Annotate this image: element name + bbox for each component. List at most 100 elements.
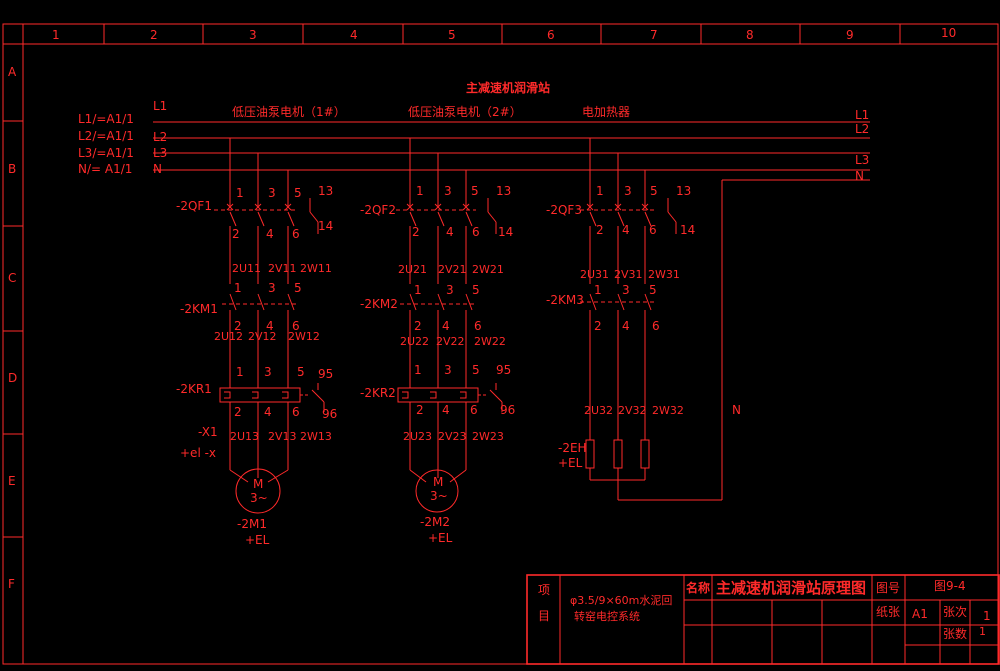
branch1-km: -2KM1 [180, 302, 218, 316]
motor2-name: -2M2 [420, 515, 450, 529]
wire-label: 2U21 [398, 263, 427, 276]
diagram-title: 主减速机润滑站 [466, 80, 550, 95]
terminal-label: 2 [596, 223, 604, 237]
branch1-qf: -2QF1 [176, 199, 212, 213]
motor1-loc: +EL [245, 533, 270, 547]
terminal-label: 3 [268, 281, 276, 295]
bus-label: L1 [153, 99, 167, 113]
terminal-label: 2 [414, 319, 422, 333]
terminal-label: 95 [318, 367, 333, 381]
wire-label: 2V31 [614, 268, 643, 281]
wire-label: 2W12 [288, 330, 320, 343]
col-label: 7 [650, 28, 658, 42]
terminal-label: 1 [414, 283, 422, 297]
branch1-kr: -2KR1 [176, 382, 212, 396]
branch2-kr: -2KR2 [360, 386, 396, 400]
branch-motor-2 [396, 138, 503, 513]
bus-ref: L2/=A1/1 [78, 129, 134, 143]
terminal-label: 1 [594, 283, 602, 297]
wire-label: 2V11 [268, 262, 297, 275]
branch2-qf: -2QF2 [360, 203, 396, 217]
wire-label: 2U23 [403, 430, 432, 443]
terminal-label: 5 [472, 363, 480, 377]
heater-label: -2EH [558, 441, 587, 455]
section-label: 低压油泵电机（2#） [408, 105, 522, 119]
terminal-label: 13 [496, 184, 511, 198]
terminal-label: 5 [649, 283, 657, 297]
wire-label: 2V12 [248, 330, 277, 343]
terminal-label: 3 [264, 365, 272, 379]
tb-paper-value: A1 [912, 607, 928, 621]
bus-label: L3 [855, 153, 869, 167]
col-label: 3 [249, 28, 257, 42]
terminal-label: 3 [446, 283, 454, 297]
terminal-label: 2 [232, 227, 240, 241]
tb-item-label: 项 [538, 583, 550, 597]
terminal-label: 4 [622, 319, 630, 333]
tb-drawing-no-value: 图9-4 [934, 579, 966, 593]
wire-label: 2U22 [400, 335, 429, 348]
bus-label: L2 [855, 122, 869, 136]
col-label: 6 [547, 28, 555, 42]
motor1-name: -2M1 [237, 517, 267, 531]
wire-label: 2V13 [268, 430, 297, 443]
wire-label: 2U31 [580, 268, 609, 281]
terminal-label: 14 [318, 219, 333, 233]
terminal-label: 6 [292, 319, 300, 333]
terminal-label: 3 [624, 184, 632, 198]
row-label: D [8, 371, 17, 385]
branch-motor-1 [214, 138, 325, 514]
section-label: 低压油泵电机（1#） [232, 105, 346, 119]
wire-label: 2U13 [230, 430, 259, 443]
terminal-label: 13 [676, 184, 691, 198]
terminal-label: 3 [444, 363, 452, 377]
bus-label: L2 [153, 130, 167, 144]
branch2-km: -2KM2 [360, 297, 398, 311]
terminal-label: 4 [622, 223, 630, 237]
terminal-label: 1 [234, 281, 242, 295]
branch-heater [580, 138, 870, 501]
col-label: 1 [52, 28, 60, 42]
tb-item-label: 目 [538, 609, 550, 623]
terminal-label: 5 [472, 283, 480, 297]
row-label: B [8, 162, 16, 176]
branch3-qf: -2QF3 [546, 203, 582, 217]
power-bus [153, 121, 870, 171]
terminal-label: 6 [292, 405, 300, 419]
wire-label: 2U32 [584, 404, 613, 417]
terminal-label: 2 [234, 405, 242, 419]
wire-label: 2W13 [300, 430, 332, 443]
row-label: E [8, 474, 16, 488]
branch1-loc: +el -x [180, 446, 216, 460]
terminal-label: 3 [622, 283, 630, 297]
terminal-label: 6 [472, 225, 480, 239]
terminal-label: 2 [234, 319, 242, 333]
wire-label: 2U11 [232, 262, 261, 275]
drawing-frame [2, 23, 999, 665]
motor2-phase: 3~ [430, 489, 448, 503]
bus-ref: L3/=A1/1 [78, 146, 134, 160]
row-label: C [8, 271, 16, 285]
terminal-label: 3 [268, 186, 276, 200]
motor2-loc: +EL [428, 531, 453, 545]
wire-label: 2V32 [618, 404, 647, 417]
terminal-label: 6 [470, 403, 478, 417]
col-label: 2 [150, 28, 158, 42]
tb-paper-label: 纸张 [876, 605, 900, 619]
wire-label: 2U12 [214, 330, 243, 343]
wire-label: 2W31 [648, 268, 680, 281]
terminal-label: 2 [416, 403, 424, 417]
terminal-label: 14 [680, 223, 695, 237]
row-label: A [8, 65, 17, 79]
wire-label: 2V22 [436, 335, 465, 348]
wire-label: 2W21 [472, 263, 504, 276]
terminal-label: 4 [266, 227, 274, 241]
branch3-km: -2KM3 [546, 293, 584, 307]
terminal-label: 4 [446, 225, 454, 239]
terminal-label: 6 [474, 319, 482, 333]
terminal-label: 96 [322, 407, 337, 421]
motor1-phase: 3~ [250, 491, 268, 505]
title-block-grid [526, 574, 1000, 665]
motor2-m: M [433, 475, 443, 489]
